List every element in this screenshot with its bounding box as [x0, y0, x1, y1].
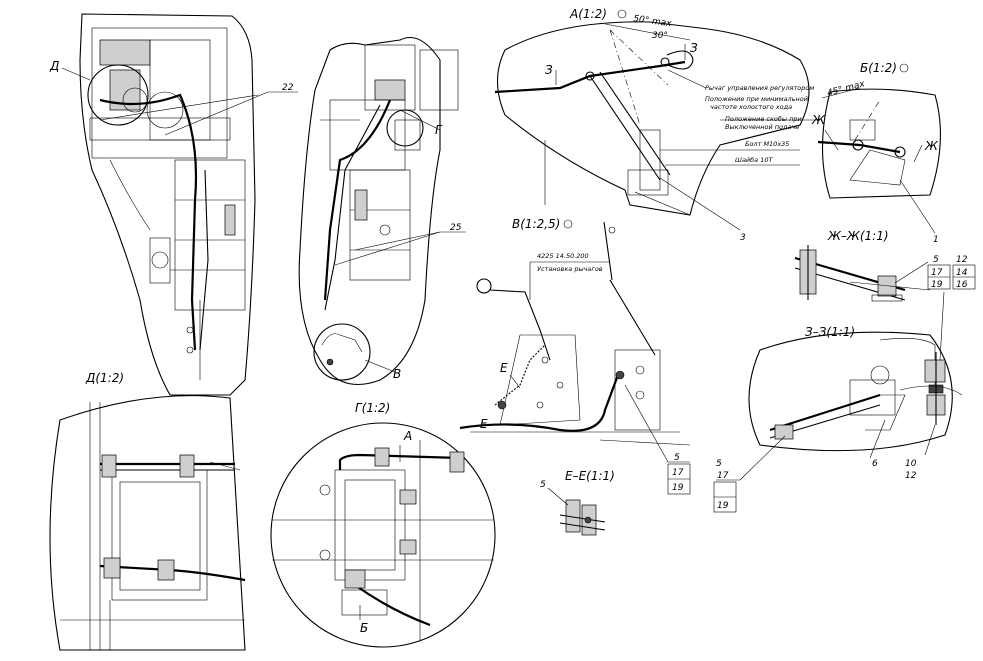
position-16-zhzh: 16 — [956, 280, 968, 290]
view-g-outline — [270, 422, 496, 648]
note-off-pos-2: Выключенной подаче — [725, 123, 799, 131]
view-g-drawing — [272, 440, 494, 640]
view-title-v: В(1:2,5) — [512, 217, 560, 231]
view-title-b: Б(1:2) — [860, 61, 897, 75]
position-17-zz: 17 — [717, 471, 729, 481]
detail-circle-v — [313, 323, 371, 381]
position-table-zhzh: 5 17 19 12 14 16 — [927, 255, 976, 290]
position-22: 22 — [282, 83, 294, 93]
note-lever-title: Рычаг управления регулятором — [705, 84, 814, 92]
position-19-zhzh: 19 — [931, 280, 943, 290]
dim-30: 30° — [652, 31, 668, 41]
marker-zh-left: Ж — [811, 113, 826, 127]
note-assembly-code: 4225 14.50.200 — [537, 252, 589, 260]
note-off-pos-1: Положение скобы при — [725, 115, 802, 123]
position-25: 25 — [450, 223, 462, 233]
position-1: 1 — [933, 235, 939, 245]
marker-z-right: З — [690, 41, 698, 55]
marker-zh-right: Ж — [924, 139, 939, 153]
view-zz-outline — [748, 331, 953, 452]
note-min-pos-2: частоте холостого хода — [710, 103, 792, 111]
marker-d: Д — [49, 59, 59, 73]
dim-max45: 45° max — [826, 79, 866, 99]
view-title-a: А(1:2) — [569, 7, 607, 21]
position-5-zz: 5 — [716, 459, 722, 469]
marker-e-top: Е — [500, 361, 508, 375]
position-19-v: 19 — [672, 483, 684, 493]
detail-circle-g — [386, 109, 424, 147]
view-d-outline — [49, 395, 246, 651]
position-17-zhzh: 17 — [931, 268, 943, 278]
position-19-zz: 19 — [717, 501, 729, 511]
view-zhzh-drawing — [794, 245, 931, 302]
view-zz-drawing — [769, 338, 963, 440]
position-12-zz: 12 — [905, 471, 917, 481]
marker-e-bottom: Е — [480, 417, 488, 431]
view-d-drawing — [60, 402, 246, 650]
marker-a: А — [403, 429, 412, 443]
view-a-outline — [497, 21, 810, 216]
view-title-zz: З–З(1:1) — [805, 325, 855, 339]
position-5-zhzh: 5 — [933, 255, 939, 265]
main-view-middle — [298, 36, 459, 385]
position-6: 6 — [872, 459, 878, 469]
main-view-left — [79, 13, 259, 396]
marker-b: Б — [360, 621, 368, 635]
note-bolt: Болт М10х35 — [745, 140, 789, 148]
note-min-pos-1: Положение при минимальной — [705, 95, 808, 103]
detail-circle-d — [87, 64, 149, 126]
dim-max50: 50° max — [633, 14, 673, 29]
position-5-ee: 5 — [540, 480, 546, 490]
view-title-d: Д(1:2) — [85, 371, 124, 385]
position-10: 10 — [905, 459, 917, 469]
view-title-g: Г(1:2) — [355, 401, 390, 415]
position-12-zhzh: 12 — [956, 255, 968, 265]
marker-g: Г — [435, 123, 443, 137]
view-title-zhzh: Ж–Ж(1:1) — [827, 229, 889, 243]
position-table-v: 5 17 19 — [667, 453, 691, 495]
marker-z-left: З — [545, 63, 553, 77]
view-b-outline — [822, 88, 941, 199]
view-ee-drawing — [559, 499, 606, 536]
view-title-ee: Е–Е(1:1) — [565, 469, 615, 483]
note-assembly-name: Установка рычагов — [537, 265, 603, 273]
marker-v: В — [393, 367, 401, 381]
position-3-lower: 3 — [740, 233, 746, 243]
position-14-zhzh: 14 — [956, 268, 968, 278]
view-v-levers — [459, 221, 691, 446]
position-5-v: 5 — [674, 453, 680, 463]
position-table-zz: 17 19 — [713, 471, 737, 513]
position-17-v: 17 — [672, 468, 684, 478]
note-washer: Шайба 10Т — [735, 156, 773, 164]
